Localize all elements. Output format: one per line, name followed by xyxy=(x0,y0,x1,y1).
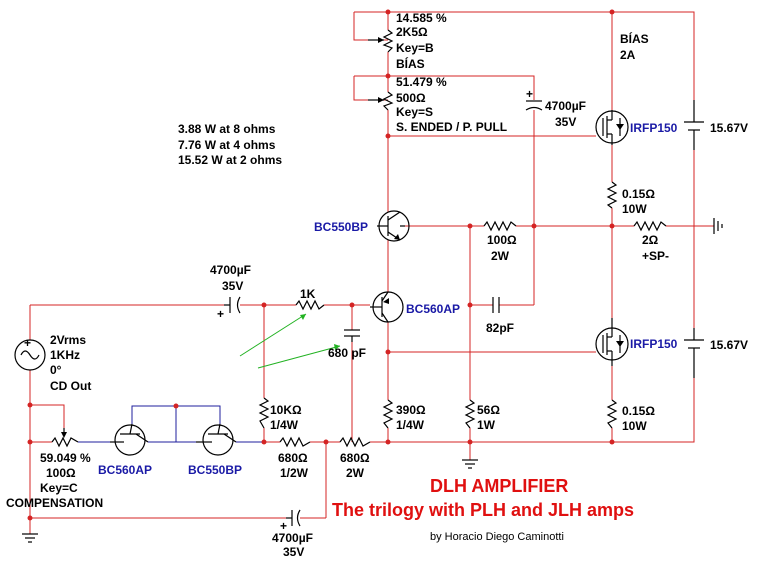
comp-q2-label: BC550BP xyxy=(188,463,242,477)
power-rating-8ohm: 3.88 W at 8 ohms xyxy=(178,122,276,136)
bias-potentiometer xyxy=(368,29,394,53)
transistor-bc550-top xyxy=(377,210,410,242)
resistor-src-top xyxy=(606,181,618,209)
diagram-title: DLH AMPLIFIER xyxy=(430,476,568,496)
comp-pot-percent: 59.049 % xyxy=(40,451,91,465)
resistor-1k xyxy=(295,299,325,311)
se-potentiometer xyxy=(368,91,394,111)
rsrc-top-value: 0.15Ω xyxy=(622,187,655,201)
power-rating-4ohm: 7.76 W at 4 ohms xyxy=(178,138,276,152)
r10k-value: 10KΩ xyxy=(270,403,302,417)
se-pot-key: Key=S xyxy=(396,105,433,119)
ac-source: + xyxy=(14,336,46,371)
author-credit: by Horacio Diego Caminotti xyxy=(430,531,564,543)
bias-current-value: 2A xyxy=(620,48,636,62)
compensation-potentiometer xyxy=(51,428,79,448)
se-pot-value: 500Ω xyxy=(396,91,426,105)
junctions xyxy=(27,9,615,521)
rsrc-bottom-value: 0.15Ω xyxy=(622,404,655,418)
rsrc-bottom-power: 10W xyxy=(622,419,647,433)
svg-text:+: + xyxy=(24,336,31,350)
r-input-label: 1K xyxy=(300,287,316,301)
transistor-comp-2 xyxy=(196,423,237,456)
resistor-src-bottom xyxy=(606,399,618,429)
source-name: CD Out xyxy=(50,379,91,393)
supply-top-label: 15.67V xyxy=(710,121,748,135)
cap-bottom-voltage: 35V xyxy=(283,545,304,559)
bias-pot-percent: 14.585 % xyxy=(396,11,447,25)
r680a-power: 1/2W xyxy=(280,466,309,480)
resistor-100 xyxy=(483,220,517,232)
diagram-subtitle: The trilogy with PLH and JLH amps xyxy=(332,500,634,520)
resistor-390 xyxy=(382,399,394,429)
power-rating-2ohm: 15.52 W at 2 ohms xyxy=(178,153,282,167)
bias-pot-name: BÍAS xyxy=(396,56,425,71)
cap-input-value: 4700µF xyxy=(210,263,251,277)
r390-power: 1/4W xyxy=(396,418,425,432)
mosfet-top-label: IRFP150 xyxy=(630,121,678,135)
bias-pot-value: 2K5Ω xyxy=(396,25,428,39)
cap-fb-label: 82pF xyxy=(486,321,514,335)
battery-bottom xyxy=(684,328,704,378)
svg-text:+: + xyxy=(280,519,287,533)
bias-current-name: BÍAS xyxy=(620,31,649,46)
se-pot-percent: 51.479 % xyxy=(396,75,447,89)
speaker-name: +SP- xyxy=(642,249,669,263)
capacitor-input: + xyxy=(217,296,241,321)
se-pot-name: S. ENDED / P. PULL xyxy=(396,120,507,134)
supply-bottom-label: 15.67V xyxy=(710,338,748,352)
capacitor-bottom: + xyxy=(280,509,301,533)
battery-top xyxy=(684,100,704,150)
capacitor-top: + xyxy=(525,87,543,111)
capacitor-680pf xyxy=(344,329,360,342)
r680a-value: 680Ω xyxy=(278,451,308,465)
mosfet-top xyxy=(595,110,629,145)
comp-pot-name: COMPENSATION xyxy=(6,496,103,510)
rsrc-top-power: 10W xyxy=(622,202,647,216)
bc560-mid-label: BC560AP xyxy=(406,302,460,316)
resistor-speaker xyxy=(633,220,667,232)
comp-pot-value: 100Ω xyxy=(46,466,76,480)
ground-symbol xyxy=(22,218,723,543)
r680b-power: 2W xyxy=(346,466,365,480)
r680b-value: 680Ω xyxy=(340,451,370,465)
bias-pot-key: Key=B xyxy=(396,41,434,55)
capacitor-82pf xyxy=(492,297,500,313)
resistor-10k xyxy=(258,397,270,429)
svg-text:+: + xyxy=(217,307,224,321)
mosfet-bottom xyxy=(595,318,629,366)
bc550-top-label: BC550BP xyxy=(314,220,368,234)
speaker-value: 2Ω xyxy=(642,233,659,247)
r56-value: 56Ω xyxy=(477,403,500,417)
source-freq: 1KHz xyxy=(50,348,80,362)
mosfet-bottom-label: IRFP150 xyxy=(630,337,678,351)
transistor-comp-1 xyxy=(110,423,149,456)
wires xyxy=(29,11,714,534)
resistor-56 xyxy=(464,399,476,429)
comp-pot-key: Key=C xyxy=(40,481,78,495)
rfb-value: 100Ω xyxy=(487,233,517,247)
resistor-680-b xyxy=(339,436,371,448)
source-phase: 0° xyxy=(50,363,62,377)
cap-bottom-value: 4700µF xyxy=(272,531,313,545)
comp-q1-label: BC560AP xyxy=(98,463,152,477)
r56-power: 1W xyxy=(477,418,496,432)
source-amplitude: 2Vrms xyxy=(50,333,86,347)
cap-top-voltage: 35V xyxy=(555,115,576,129)
resistor-680-a xyxy=(279,436,311,448)
r10k-power: 1/4W xyxy=(270,418,299,432)
r390-value: 390Ω xyxy=(396,403,426,417)
cap-680-label: 680 pF xyxy=(328,346,366,360)
cap-input-voltage: 35V xyxy=(222,279,243,293)
labels: 14.585 % 2K5Ω Key=B BÍAS 51.479 % 500Ω K… xyxy=(6,11,748,559)
rfb-power: 2W xyxy=(491,249,510,263)
svg-text:+: + xyxy=(526,87,533,101)
compensation-wires xyxy=(78,405,264,443)
transistor-bc560-mid xyxy=(370,291,404,323)
cap-top-value: 4700µF xyxy=(545,99,586,113)
feedback-arrows xyxy=(239,313,341,369)
